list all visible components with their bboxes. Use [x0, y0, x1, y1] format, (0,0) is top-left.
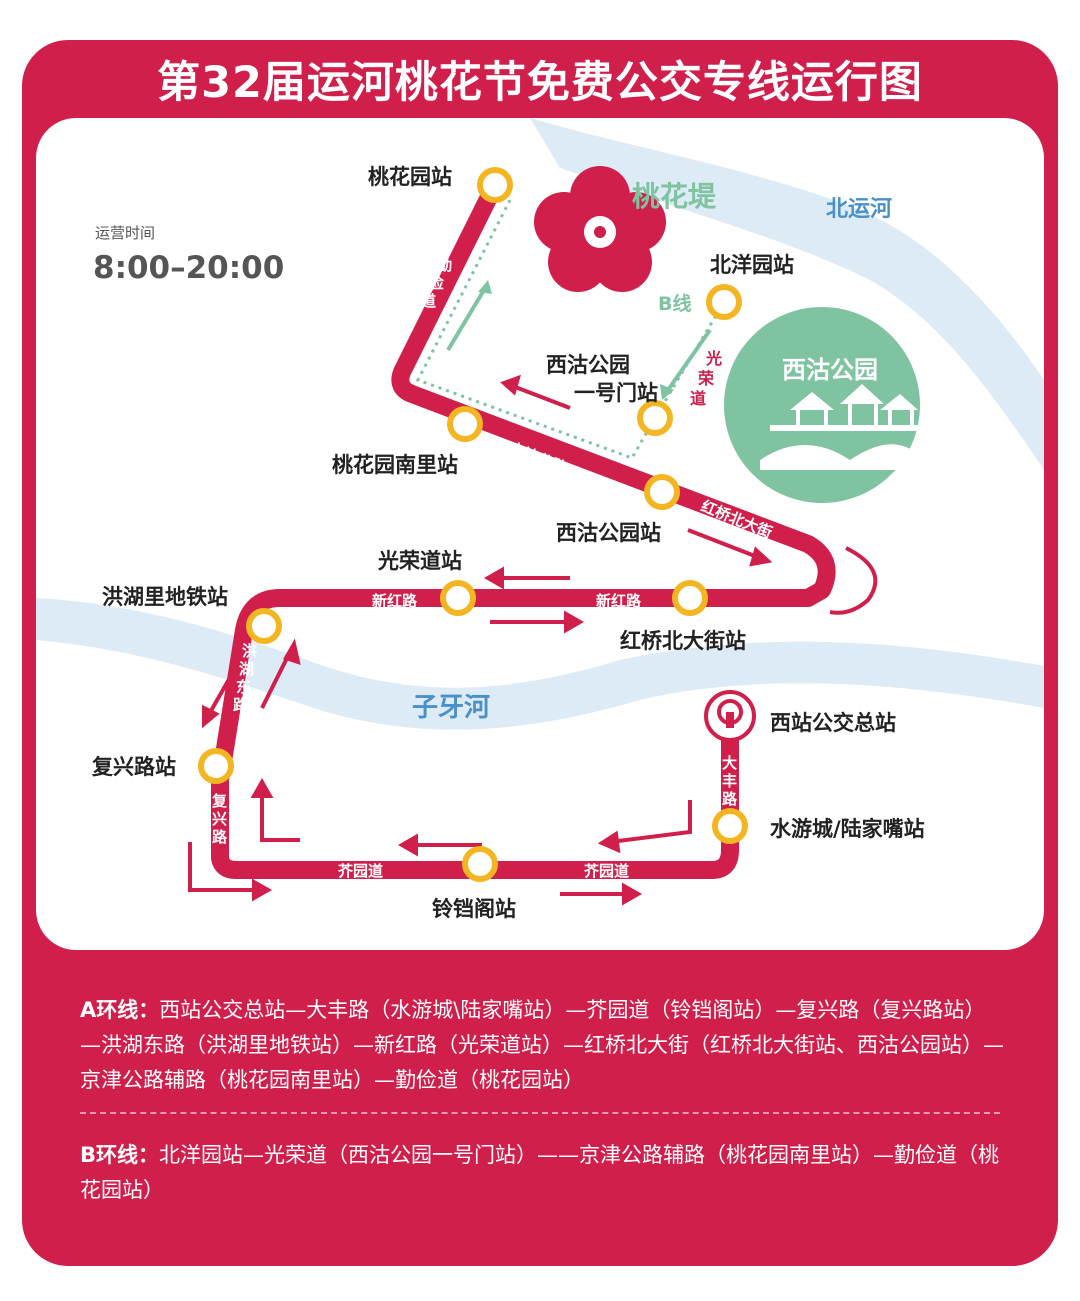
road-qinjian-3: 道: [421, 292, 436, 310]
road-guangrong-label: 光 荣 道: [690, 349, 722, 408]
route-map: 西沽公园 勤 俭 道 京津公路 红桥北大街 新红路: [36, 118, 1044, 921]
station-xigu-gate1-line1: 西沽公园: [546, 353, 630, 377]
line-b-legend-label: B环线：: [80, 1143, 160, 1167]
station-honghuli-metro: 洪湖里地铁站: [102, 585, 228, 609]
road-xinhong-2: 新红路: [596, 592, 642, 610]
line-a-text: 西站公交总站—大丰路（水游城\陆家嘴站）—芥园道（铃铛阁站）—复兴路（复兴路站）…: [80, 998, 1004, 1092]
line-a-label: A环线：: [80, 998, 160, 1022]
station-beiyangyuan: 北洋园站: [710, 253, 794, 277]
station-taohuayuan-nanli: 桃花园南里站: [332, 453, 458, 477]
road-qinjian-1: 勤: [437, 256, 452, 274]
hours-value: 8:00–20:00: [93, 250, 284, 286]
station-fuxinglu: 复兴路站: [91, 755, 176, 779]
station-marker-beiyangyuan[interactable]: [706, 284, 742, 320]
line-b-label: B线: [658, 292, 691, 315]
road-dafeng-1: 大: [722, 754, 737, 772]
road-guangrong-3: 道: [690, 389, 706, 408]
peach-dike-label: 桃花堤: [632, 180, 717, 213]
station-marker-lingdangge[interactable]: [462, 846, 498, 882]
road-honghudong-3: 东: [236, 678, 251, 696]
station-marker-shuiyoucheng[interactable]: [712, 808, 748, 844]
road-dafeng-3: 路: [722, 790, 738, 808]
peach-flower-icon: [534, 166, 666, 292]
north-canal-label: 北运河: [826, 197, 892, 222]
station-marker-guangrongdao[interactable]: [440, 580, 476, 616]
line-b-text: 北洋园站—光荣道（西沽公园一号门站）——京津公路辅路（桃花园南里站）—勤俭道（桃…: [80, 1143, 1000, 1202]
route-map-panel: 西沽公园 勤 俭 道 京津公路 红桥北大街 新红路: [36, 118, 1044, 950]
station-xigu-gate1-line2: 一号门站: [574, 381, 658, 405]
station-lingdangge: 铃铛阁站: [432, 897, 516, 921]
station-marker-taohuayuan-nanli[interactable]: [447, 406, 483, 442]
road-dafeng-2: 丰: [722, 772, 737, 790]
bus-terminal-icon: [704, 690, 756, 742]
station-shuiyoucheng: 水游城/陆家嘴站: [770, 817, 925, 841]
hours-label: 运营时间: [95, 224, 155, 242]
road-guangrong-2: 荣: [697, 369, 714, 388]
road-jieyuan-1: 芥园道: [338, 862, 383, 880]
station-labels: 桃花园站 北洋园站 西沽公园 一号门站 桃花园南里站 西沽公园站 光荣道站 洪湖…: [91, 165, 925, 921]
station-xigu-park: 西沽公园站: [556, 521, 661, 545]
station-marker-hongqiao-north[interactable]: [672, 580, 708, 616]
road-qinjian-2: 俭: [429, 274, 444, 292]
direction-arrows: [188, 374, 773, 906]
line-a-route: [211, 176, 836, 879]
loop-arrow: [829, 546, 878, 615]
legend-divider: [80, 1112, 1000, 1114]
road-fuxing-2: 兴: [212, 810, 227, 828]
road-honghudong-4: 路: [233, 696, 249, 714]
station-marker-xigu-gate1[interactable]: [637, 400, 673, 436]
station-marker-honghuli[interactable]: [246, 608, 282, 644]
line-b-route: [415, 199, 726, 460]
road-labels: 勤 俭 道 京津公路 红桥北大街 新红路 新红路 洪 湖 东 路 复 兴 路 大…: [211, 256, 775, 880]
north-canal-river: [530, 118, 1044, 470]
line-b-description: B环线：北洋园站—光荣道（西沽公园一号门站）——京津公路辅路（桃花园南里站）—勤…: [80, 1138, 1005, 1208]
line-b-arrowhead-2: [478, 280, 492, 294]
line-a-description: A环线：西站公交总站—大丰路（水游城\陆家嘴站）—芥园道（铃铛阁站）—复兴路（复…: [80, 993, 1005, 1098]
station-marker-xigu-park[interactable]: [644, 474, 680, 510]
road-xinhong-1: 新红路: [372, 592, 418, 610]
road-fuxing-1: 复: [211, 792, 228, 810]
line-b-arrow-1: [666, 328, 712, 392]
station-xizhan-terminal: 西站公交总站: [770, 711, 896, 735]
road-fuxing-3: 路: [212, 828, 228, 846]
road-honghudong-1: 洪: [242, 642, 257, 660]
line-b-arrow-2: [446, 288, 486, 352]
ziya-river-label: 子牙河: [412, 693, 490, 723]
page-title: 第32届运河桃花节免费公交专线运行图: [157, 58, 923, 108]
road-honghudong-2: 湖: [239, 660, 254, 678]
station-marker-fuxinglu[interactable]: [198, 748, 234, 784]
station-marker-taohuayuan[interactable]: [477, 167, 513, 203]
station-taohuayuan: 桃花园站: [368, 165, 452, 189]
line-b-arrowhead-1: [660, 384, 674, 400]
ziya-river: [36, 598, 1044, 730]
station-guangrongdao: 光荣道站: [377, 549, 462, 573]
road-jieyuan-2: 芥园道: [584, 862, 629, 880]
road-guangrong-1: 光: [705, 349, 722, 368]
xigu-park-label: 西沽公园: [782, 356, 878, 384]
station-markers: [198, 167, 748, 882]
pavilion-icon: [760, 384, 920, 470]
station-hongqiao-north: 红桥北大街站: [620, 629, 746, 653]
